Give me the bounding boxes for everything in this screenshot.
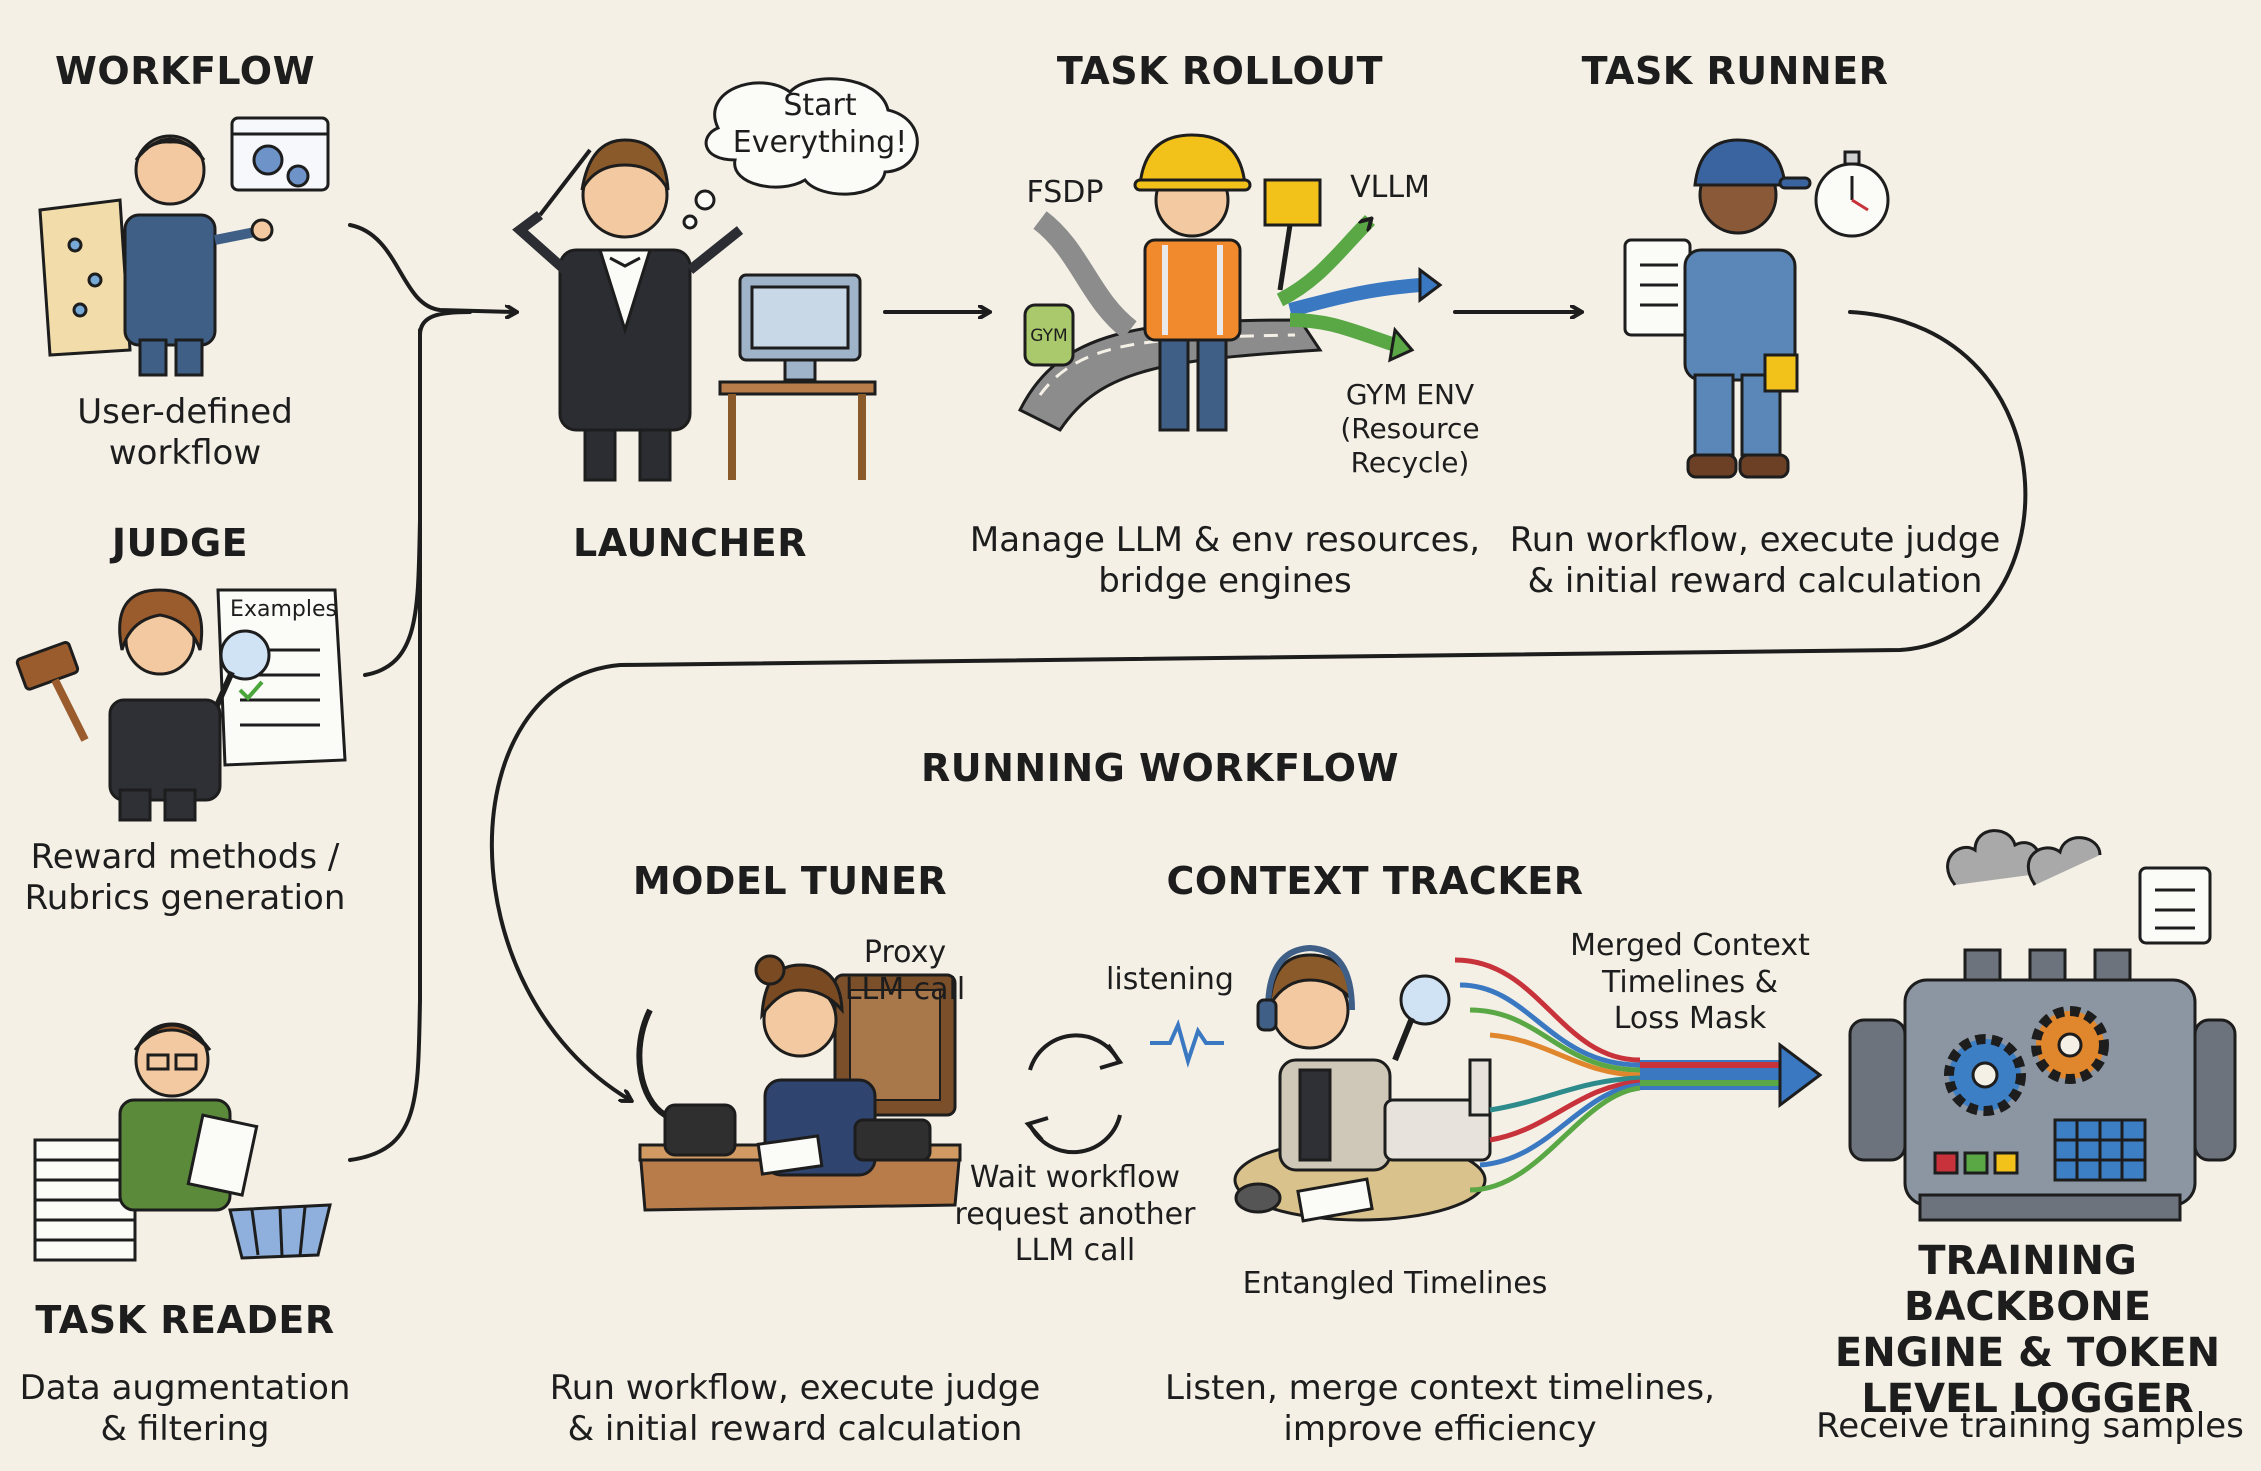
task-rollout-description: Manage LLM & env resources, bridge engin… <box>969 520 1481 602</box>
task-rollout-label-gym: GYM <box>1030 326 1068 346</box>
launcher-speech-bubble: Start Everything! <box>732 88 908 160</box>
judge-title: JUDGE <box>111 521 249 565</box>
task-rollout-illustration <box>1017 133 1443 432</box>
task-runner-illustration <box>1623 138 1890 479</box>
training-backbone-title: TRAINING BACKBONE ENGINE & TOKEN LEVEL L… <box>1834 1238 2221 1422</box>
model-tuner-description: Run workflow, execute judge & initial re… <box>549 1368 1041 1450</box>
sync-arrows-icon <box>1024 1033 1124 1155</box>
task-rollout-label-fsdp: FSDP <box>1026 175 1104 210</box>
context-tracker-title: CONTEXT TRACKER <box>1166 859 1584 903</box>
model-tuner-illustration <box>636 954 962 1212</box>
task-runner-description: Run workflow, execute judge & initial re… <box>1509 520 2001 602</box>
launcher-illustration <box>512 77 919 482</box>
context-tracker-entangled-label: Entangled Timelines <box>1242 1266 1548 1301</box>
context-tracker-illustration <box>1150 944 1823 1223</box>
model-tuner-title: MODEL TUNER <box>632 859 948 903</box>
model-tuner-proxy-label: Proxy LLM call <box>844 935 966 1007</box>
launcher-title: LAUNCHER <box>572 521 808 565</box>
task-reader-illustration <box>33 1022 332 1262</box>
workflow-title: WORKFLOW <box>55 49 315 93</box>
context-tracker-listening-label: listening <box>1106 962 1234 997</box>
context-tracker-description: Listen, merge context timelines, improve… <box>1165 1368 1715 1450</box>
judge-illustration <box>15 588 347 822</box>
task-runner-title: TASK RUNNER <box>1581 49 1889 93</box>
model-tuner-wait-label: Wait workflow request another LLM call <box>954 1160 1196 1269</box>
task-rollout-label-gym-env: GYM ENV (Resource Recycle) <box>1340 378 1480 480</box>
context-tracker-merged-label: Merged Context Timelines & Loss Mask <box>1570 928 1810 1037</box>
task-rollout-title: TASK ROLLOUT <box>1056 49 1384 93</box>
training-backbone-illustration <box>1848 829 2237 1222</box>
connector-arrows <box>348 223 2028 1162</box>
workflow-description: User-defined workflow <box>77 392 293 474</box>
running-workflow-title: RUNNING WORKFLOW <box>920 746 1400 790</box>
judge-paper-label: Examples <box>230 597 337 622</box>
task-rollout-label-vllm: VLLM <box>1350 170 1430 205</box>
judge-description: Reward methods / Rubrics generation <box>24 837 346 919</box>
training-backbone-description: Receive training samples <box>1816 1406 2244 1446</box>
workflow-illustration <box>38 116 330 377</box>
task-reader-title: TASK READER <box>35 1298 335 1342</box>
task-reader-description: Data augmentation & filtering <box>19 1368 351 1450</box>
